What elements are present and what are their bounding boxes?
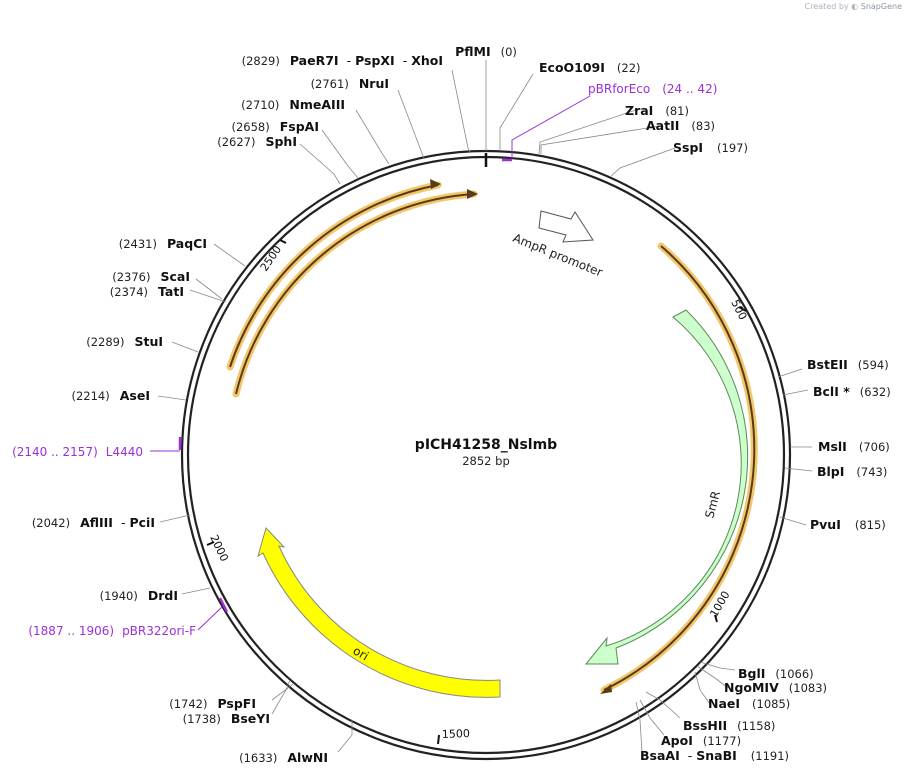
site-blpi: BlpI(743) [817, 464, 887, 479]
primer-leader-pbrforeco [511, 95, 591, 158]
site-bgli: BglI(1066) [738, 666, 814, 681]
tick-500: 500 [728, 297, 749, 322]
site-labels: PflMI(0) EcoO109I(22) ZraI(81) AatII(83)… [32, 44, 891, 765]
amp-promoter-arrow [538, 210, 594, 243]
site-bseyi: (1738)BseYI [183, 711, 270, 726]
smr-arrow [584, 309, 749, 665]
site-bsshii: BssHII(1158) [683, 718, 775, 733]
primer-mark-pbr322ori-f [218, 597, 229, 613]
orf1-arrowhead [430, 179, 441, 189]
ori-arrow [257, 527, 501, 698]
site-sspi: SspI(197) [673, 140, 748, 155]
site-asei: (2214)AseI [72, 388, 151, 403]
site-alwni: (1633)AlwNI [239, 750, 328, 765]
site-stui: (2289)StuI [86, 334, 163, 349]
tick-500-mark [738, 306, 747, 312]
site-ngomiv: NgoMIV(1083) [724, 680, 827, 695]
smr-orf-arrowhead [600, 684, 612, 694]
site-zrai: ZraI(81) [625, 103, 689, 118]
site-leaders [157, 60, 813, 753]
tick-1500-mark [437, 734, 440, 745]
plasmid-name: pICH41258_Nslmb [415, 437, 557, 453]
orf1-line [229, 184, 439, 368]
site-pspfi: (1742)PspFI [169, 696, 256, 711]
site-ecoo109i: EcoO109I(22) [539, 60, 641, 75]
tick-2000-mark [206, 541, 215, 546]
site-fspai: (2658)FspAI [231, 119, 319, 134]
orf2-arrowhead [467, 189, 478, 199]
site-bsteii: BstEII(594) [807, 357, 889, 372]
site-pflmi: PflMI(0) [455, 44, 517, 59]
ruler-ticks: 500 1000 1500 2000 2500 [206, 239, 749, 745]
tick-1500: 1500 [442, 727, 470, 741]
primer-labels: pBRforEco(24 .. 42) (2140 .. 2157)L4440 … [12, 82, 717, 638]
orf1-highlight [226, 181, 442, 371]
primer-marks [150, 95, 591, 631]
plasmid-length: 2852 bp [462, 454, 510, 468]
tick-1000-mark [714, 614, 718, 623]
site-bcli: BclI *(632) [813, 384, 891, 399]
site-pvui: PvuI(815) [810, 517, 886, 532]
orf-arrows [226, 179, 758, 694]
tick-2500-mark [279, 239, 287, 244]
site-paqci: (2431)PaqCI [119, 236, 207, 251]
site-aatii: AatII(83) [646, 118, 715, 133]
site-nrui: (2761)NruI [311, 76, 389, 91]
smr-label: SmR [702, 489, 723, 519]
site-scai: (2376)ScaI [112, 269, 190, 284]
credit-brand: SnapGene [860, 2, 902, 11]
site-afliii-pcii: (2042)AflIII-PciI [32, 515, 155, 530]
orf2-highlight [232, 190, 478, 398]
snapgene-credit: Created by ◐ SnapGene [805, 2, 902, 11]
site-sphi: (2627)SphI [217, 134, 297, 149]
tick-2000: 2000 [207, 533, 231, 564]
site-naei: NaeI(1085) [708, 696, 790, 711]
site-tati: (2374)TatI [110, 284, 184, 299]
credit-prefix: Created by [804, 2, 849, 11]
smr-orf-line [603, 245, 756, 691]
ori-label: ori [351, 643, 372, 663]
primer-pbr322ori-f: (1887 .. 1906)pBR322ori-F [28, 624, 196, 638]
primer-pbrforeco: pBRforEco(24 .. 42) [588, 82, 717, 96]
site-drdi: (1940)DrdI [100, 588, 178, 603]
site-msli: MslI(706) [818, 439, 890, 454]
snapgene-logo-icon: ◐ [851, 2, 859, 11]
site-nmeaiii: (2710)NmeAIII [241, 97, 345, 112]
primer-leader-pbr322ori-f [197, 606, 223, 631]
primer-l4440: (2140 .. 2157)L4440 [12, 445, 143, 459]
site-paer7i-pspxi-xhoi: (2829)PaeR7I-PspXI-XhoI [242, 53, 443, 68]
site-apoi: ApoI(1177) [661, 733, 741, 748]
orf2-line [235, 193, 475, 395]
site-bsaai-snabi: BsaAI-SnaBI(1191) [640, 748, 789, 763]
